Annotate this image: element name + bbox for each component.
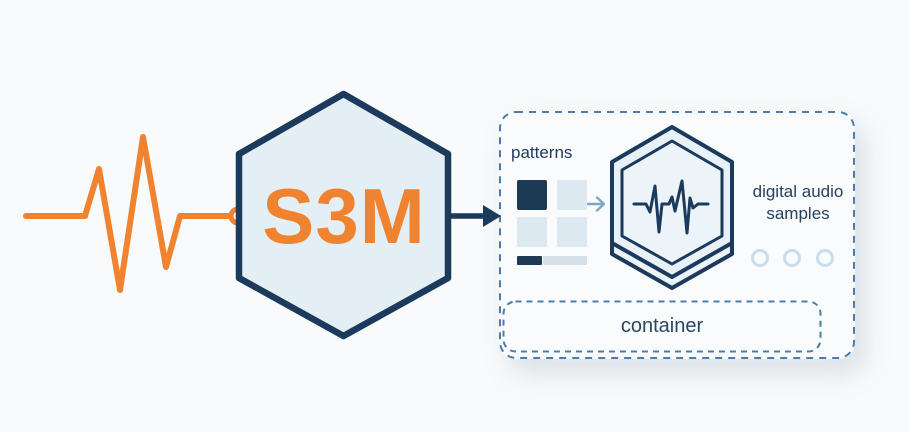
samples-label-line1: digital audio bbox=[752, 182, 844, 201]
pattern-cell bbox=[557, 217, 587, 247]
module-title: S3M bbox=[262, 172, 426, 260]
container-label: container bbox=[620, 315, 704, 337]
patterns-label: patterns bbox=[511, 143, 573, 162]
pattern-cell bbox=[557, 180, 587, 210]
pattern-bar-filled bbox=[517, 256, 542, 265]
audio-waveform-icon bbox=[23, 134, 234, 293]
pattern-cell bbox=[517, 217, 547, 247]
samples-label: digital audio samples bbox=[738, 181, 858, 225]
samples-label-line2: samples bbox=[766, 204, 830, 223]
pattern-cell-active bbox=[517, 180, 547, 210]
pattern-bar-rest bbox=[543, 256, 587, 265]
